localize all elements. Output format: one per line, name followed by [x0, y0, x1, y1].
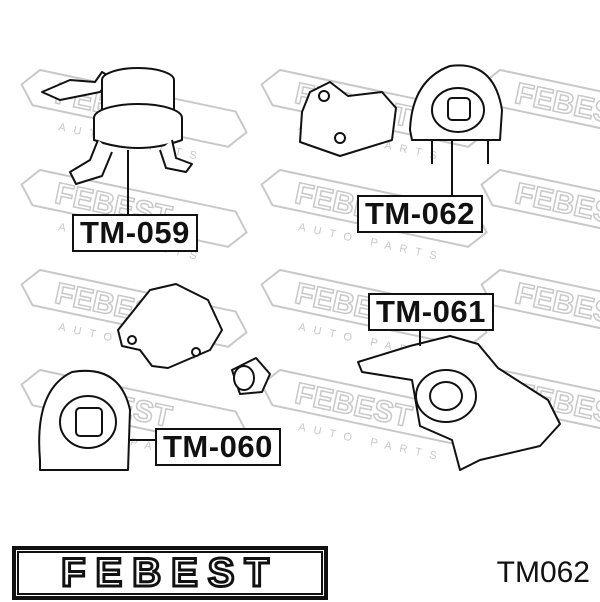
- watermark-tile: FEBEST: [480, 168, 600, 248]
- part-number: TM062: [496, 556, 590, 589]
- label-tm060: TM-060: [155, 428, 281, 466]
- label-tm059: TM-059: [72, 214, 198, 252]
- febest-logo: FEBEST: [12, 546, 328, 600]
- watermark-tile: FEBEST: [480, 268, 600, 348]
- part-tm062-drawing: [299, 64, 503, 195]
- label-tm062: TM-062: [357, 195, 483, 233]
- logo-text: FEBEST: [61, 551, 279, 595]
- part-tm059-drawing: [41, 67, 193, 216]
- label-tm061: TM-061: [368, 293, 494, 331]
- part-tm060-drawing: [38, 283, 271, 471]
